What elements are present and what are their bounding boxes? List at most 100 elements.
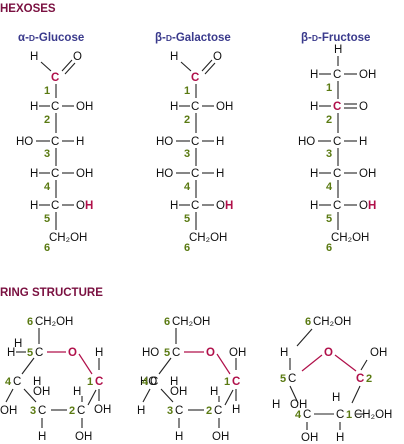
- svg-text:1: 1: [346, 409, 352, 421]
- svg-text:H: H: [210, 386, 218, 398]
- svg-text:O: O: [73, 51, 82, 63]
- fructose-title-prefix: β-: [301, 32, 312, 44]
- svg-text:OH: OH: [359, 168, 376, 180]
- glucose-title-prefix: α-: [18, 32, 29, 44]
- svg-text:C: C: [51, 136, 59, 148]
- svg-text:HO: HO: [16, 136, 33, 148]
- svg-text:4: 4: [44, 181, 51, 193]
- galactose-title-name: -Galactose: [172, 32, 231, 44]
- svg-text:4: 4: [5, 376, 12, 388]
- svg-text:C: C: [95, 376, 103, 388]
- svg-text:1: 1: [224, 376, 230, 388]
- svg-text:C: C: [13, 376, 21, 388]
- svg-text:OH: OH: [170, 386, 187, 398]
- svg-text:C: C: [77, 405, 85, 417]
- svg-text:C: C: [38, 405, 46, 417]
- glucose-title-d: D: [29, 33, 35, 43]
- svg-text:CH₂OH: CH₂OH: [49, 232, 87, 244]
- svg-text:HO: HO: [142, 347, 159, 359]
- svg-text:H: H: [310, 200, 318, 212]
- svg-text:5: 5: [184, 213, 190, 225]
- svg-text:CH₂OH: CH₂OH: [331, 232, 369, 244]
- svg-text:2: 2: [184, 114, 190, 126]
- svg-text:H: H: [232, 404, 240, 416]
- svg-text:HO: HO: [140, 376, 157, 388]
- svg-text:H: H: [170, 200, 178, 212]
- svg-text:OH: OH: [212, 431, 229, 443]
- svg-text:6: 6: [184, 242, 190, 254]
- svg-text:4: 4: [142, 376, 149, 388]
- svg-text:H: H: [30, 200, 38, 212]
- svg-text:H: H: [137, 405, 145, 417]
- svg-text:HO: HO: [156, 136, 173, 148]
- svg-text:O: O: [213, 51, 222, 63]
- svg-text:HO: HO: [298, 136, 315, 148]
- svg-text:OH: OH: [216, 101, 233, 113]
- svg-text:C: C: [333, 69, 341, 81]
- svg-text:H: H: [336, 432, 344, 444]
- svg-text:C: C: [172, 347, 180, 359]
- glucose-title-name: -Glucose: [35, 32, 84, 44]
- svg-text:OH: OH: [94, 404, 111, 416]
- svg-text:C: C: [336, 409, 344, 421]
- svg-text:OH: OH: [370, 347, 387, 359]
- svg-text:C: C: [333, 168, 341, 180]
- svg-text:C: C: [150, 376, 158, 388]
- svg-text:C: C: [191, 200, 199, 212]
- svg-text:3: 3: [167, 405, 173, 417]
- svg-text:5: 5: [27, 347, 33, 359]
- svg-text:OH: OH: [76, 168, 93, 180]
- svg-text:1: 1: [87, 376, 93, 388]
- svg-text:6: 6: [305, 316, 311, 328]
- galactose-chain: H O C 1 H C OH 2 HO C H 3 HO C H 4 H C O…: [156, 51, 233, 254]
- svg-text:OH: OH: [301, 432, 318, 444]
- svg-text:OH: OH: [33, 386, 50, 398]
- galactose-title-d: D: [166, 33, 172, 43]
- svg-text:H: H: [368, 200, 376, 212]
- svg-text:CH₂OH: CH₂OH: [354, 409, 392, 421]
- glucose-title: α-D-Glucose: [18, 32, 84, 44]
- svg-text:H: H: [73, 386, 81, 398]
- svg-text:O: O: [206, 347, 215, 359]
- svg-text:4: 4: [295, 409, 302, 421]
- galactose-ring: 6 CH₂OH HO 5 C O OH 1 C H HO 4 C H H OH …: [137, 316, 246, 443]
- svg-text:C: C: [35, 347, 43, 359]
- svg-text:5: 5: [280, 373, 286, 385]
- svg-text:1: 1: [44, 85, 50, 97]
- svg-text:C: C: [191, 101, 199, 113]
- svg-text:H: H: [30, 51, 38, 63]
- svg-text:H: H: [280, 347, 288, 359]
- svg-text:H: H: [38, 431, 46, 443]
- svg-text:C: C: [175, 405, 183, 417]
- svg-text:O: O: [68, 347, 77, 359]
- svg-text:H: H: [216, 136, 224, 148]
- glucose-chain: H O C 1 H C OH 2 HO C H 3 H C OH 4 H C O…: [16, 51, 93, 254]
- svg-text:6: 6: [164, 316, 170, 328]
- svg-text:C: C: [51, 200, 59, 212]
- svg-text:C: C: [51, 101, 59, 113]
- svg-text:O: O: [324, 347, 333, 359]
- ring-structure-heading: RING STRUCTURE: [0, 287, 103, 299]
- svg-text:H: H: [170, 101, 178, 113]
- svg-text:H: H: [272, 399, 280, 411]
- svg-text:HO: HO: [156, 168, 173, 180]
- svg-text:O: O: [359, 200, 368, 212]
- svg-text:C: C: [356, 373, 364, 385]
- fructose-title-d: D: [312, 33, 318, 43]
- svg-text:H: H: [85, 200, 93, 212]
- svg-text:C: C: [333, 136, 341, 148]
- svg-text:1: 1: [184, 85, 190, 97]
- svg-text:5: 5: [326, 213, 332, 225]
- svg-text:O: O: [216, 200, 225, 212]
- fructose-chain: H H C OH 1 H C O 2 HO C H 3 H C OH 4 H C…: [298, 44, 376, 254]
- svg-text:3: 3: [44, 148, 50, 160]
- svg-text:H: H: [332, 392, 340, 404]
- svg-text:H: H: [310, 69, 318, 81]
- svg-text:H: H: [30, 168, 38, 180]
- svg-text:C: C: [232, 376, 240, 388]
- svg-text:H: H: [95, 347, 103, 359]
- svg-text:C: C: [288, 373, 296, 385]
- svg-text:C: C: [333, 200, 341, 212]
- svg-text:OH: OH: [290, 399, 307, 411]
